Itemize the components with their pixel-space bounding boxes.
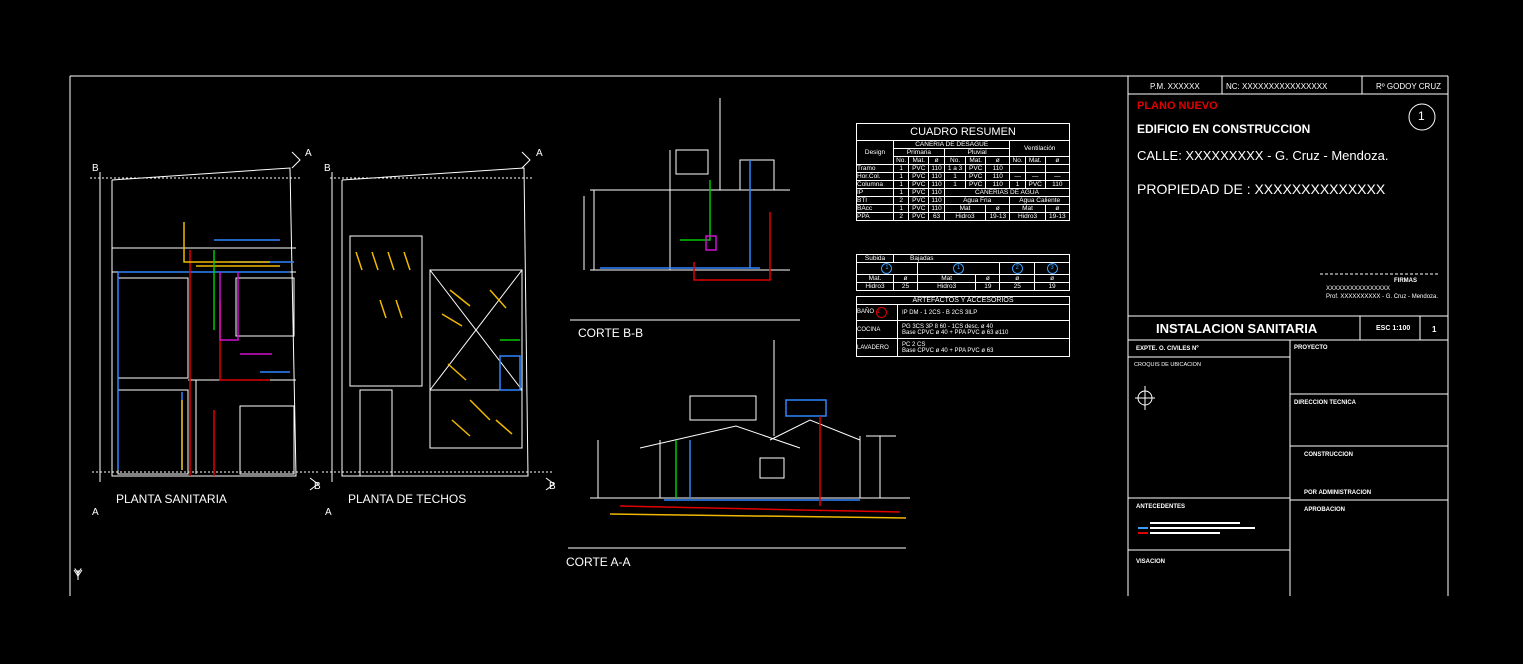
col-primaria: Primaria — [893, 148, 945, 157]
col-ventilacion: Ventilación — [1009, 140, 1070, 157]
pm-field: P.M. XXXXXX — [1150, 82, 1200, 91]
hdr-no: No. — [943, 156, 967, 165]
col-desague: CAÑERIA DE DESAGUE — [892, 140, 1011, 149]
artefacto-number-1: 1 — [875, 307, 887, 318]
planta-techos-drawing — [322, 151, 555, 491]
sheet-count: 1 — [1432, 325, 1437, 334]
main-title: INSTALACION SANITARIA — [1156, 321, 1318, 336]
bajada-number-1: 1 — [953, 263, 965, 274]
label-mark-b-top-left: B — [92, 163, 99, 174]
axis-y-label: Y — [74, 566, 83, 580]
cuadro-resumen-table: CUADRO RESUMEN Design CAÑERIA DE DESAGUE… — [856, 123, 1071, 221]
hdr-diam: ø — [1044, 156, 1071, 165]
label-mark-b-bottom-1: B — [314, 481, 321, 492]
corte-bb-title: CORTE B-B — [578, 326, 644, 340]
sheet-frame — [69, 75, 1449, 596]
hdr-no: No. — [892, 156, 910, 165]
sheet-number: 1 — [1418, 109, 1425, 123]
hdr-mat: Mat. — [965, 156, 987, 165]
corte-aa-drawing — [568, 340, 910, 549]
location-code: Rº GODOY CRUZ — [1376, 82, 1441, 91]
construccion-label: CONSTRUCCION — [1304, 452, 1353, 458]
bajada-number-2: 2 — [1011, 263, 1023, 274]
antecedentes-label: ANTECEDENTES — [1136, 504, 1186, 510]
corte-aa-title: CORTE A-A — [566, 555, 631, 569]
signature-title: FIRMAS — [1394, 278, 1417, 284]
label-mark-a-bottom-1: A — [92, 507, 99, 518]
col-pluvial: Pluvial — [943, 148, 1011, 157]
address: CALLE: XXXXXXXXX - G. Cruz - Mendoza. — [1137, 148, 1389, 163]
cuadro-title: CUADRO RESUMEN — [856, 123, 1070, 141]
hdr-diam: ø — [928, 156, 945, 165]
subida-number-1: 1 — [881, 263, 893, 274]
planta-techos-title: PLANTA DE TECHOS — [348, 492, 467, 506]
status-label: PLANO NUEVO — [1137, 100, 1218, 112]
signature-line1: XXXXXXXXXXXXXXXX — [1326, 286, 1391, 292]
ucs-icon — [73, 569, 83, 580]
project-type: EDIFICIO EN CONSTRUCCION — [1137, 122, 1311, 136]
label-mark-a-top-1: A — [305, 148, 312, 159]
label-mark-a-top-2: A — [536, 148, 543, 159]
por-admin-label: POR ADMINISTRACION — [1304, 490, 1372, 496]
label-mark-a-bottom-2: A — [325, 507, 332, 518]
planta-sanitaria-title: PLANTA SANITARIA — [116, 492, 227, 506]
proyecto-label: PROYECTO — [1294, 345, 1328, 351]
bajada-number-3: 3 — [1046, 263, 1058, 274]
planta-sanitaria-drawing — [90, 151, 320, 491]
agua-header: CAÑERIAS DE AGUA — [943, 188, 1071, 197]
artefactos-table: ARTEFACTOS Y ACCESORIOS BAÑO 1 IP DM - 1… — [856, 296, 1070, 357]
label-mark-b-bottom-2: B — [549, 481, 556, 492]
expediente-label: EXPTE. O. CIVILES Nº — [1136, 346, 1199, 352]
hdr-mat: Mat. — [1024, 156, 1046, 165]
visacion-label: VISACION — [1136, 559, 1166, 565]
corte-bb-drawing — [570, 98, 800, 321]
nc-field: NC: XXXXXXXXXXXXXXXX — [1226, 82, 1328, 91]
hdr-mat: Mat. — [908, 156, 930, 165]
hdr-no: No. — [1009, 156, 1026, 165]
aprobacion-label: APROBACION — [1304, 507, 1346, 513]
croquis-label: CROQUIS DE UBICACION — [1134, 362, 1201, 368]
direccion-label: DIRECCION TECNICA — [1294, 400, 1357, 406]
table-row: BAÑO 1 IP DM - 1 2CS - B 2CS 3ILP — [856, 304, 1070, 321]
scale: ESC 1:100 — [1376, 325, 1411, 332]
col-design: Design — [856, 140, 894, 165]
label-mark-b-top-2: B — [324, 163, 331, 174]
title-block-grid — [1128, 76, 1448, 596]
signature-line2: Prof. XXXXXXXXXX - G. Cruz - Mendoza. — [1326, 294, 1439, 300]
owner: PROPIEDAD DE : XXXXXXXXXXXXXX — [1137, 181, 1386, 197]
hdr-diam: ø — [985, 156, 1011, 165]
